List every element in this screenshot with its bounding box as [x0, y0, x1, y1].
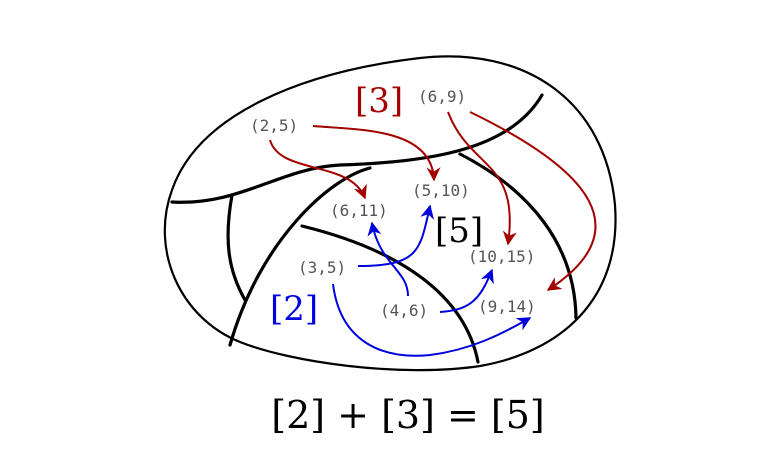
pair-label: (6,11): [330, 201, 388, 220]
set-outline: [163, 55, 617, 372]
pair-label: (2,5): [250, 116, 298, 135]
arrow-blue-46-to-1015: [439, 268, 494, 313]
class-label-2: [2]: [270, 289, 318, 329]
arrow-red-69-to-1015: [447, 111, 517, 246]
class-label-5: [5]: [435, 211, 483, 251]
pair-label: (6,9): [418, 87, 466, 106]
arrow-red-25-to-510: [312, 125, 441, 182]
pair-label: (10,15): [468, 247, 535, 266]
arrow-red-25-to-611: [269, 139, 367, 200]
partition-line-inner-arc: [300, 224, 480, 364]
pair-label: (3,5): [298, 258, 346, 277]
partition-line-right-arc: [458, 152, 578, 320]
pair-label: (4,6): [380, 301, 428, 320]
class-label-3: [3]: [355, 81, 403, 121]
arrow-red-69-to-914: [469, 111, 597, 291]
arrow-blue-35-to-510: [357, 204, 435, 267]
arrow-blue-46-to-611: [367, 221, 409, 297]
partition-line-left-inner: [226, 193, 247, 302]
equation: [2] + [3] = [5]: [271, 393, 544, 437]
pair-label: (9,14): [478, 297, 536, 316]
arrow-blue-35-to-914: [332, 283, 532, 357]
pair-label: (5,10): [412, 181, 470, 200]
partition-line-big-arc: [228, 166, 372, 347]
